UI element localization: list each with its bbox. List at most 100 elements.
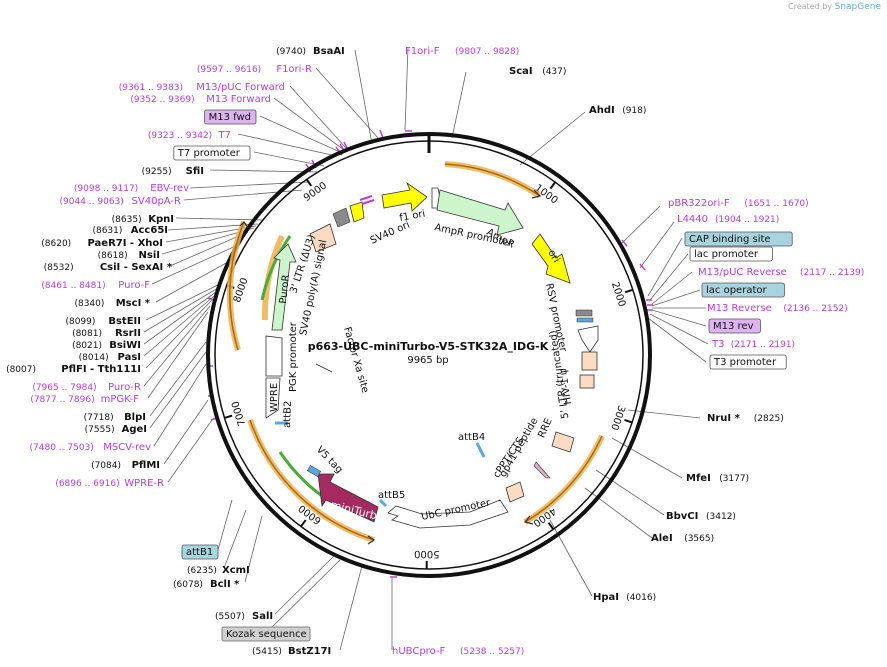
attb4-mark (475, 442, 486, 458)
factor-xa-label: Factor Xa site (341, 326, 370, 394)
label-bsaai: BsaAI (313, 46, 345, 57)
label-sv40pa-r-pos: (9044 .. 9063) (60, 197, 124, 207)
site-labels: ScaI (437) AhdI (918) pBR322ori-F (1651 .. 16… (6, 46, 864, 657)
puror-arrow (271, 243, 297, 331)
label-m13-reverse-pos: (2136 .. 2152) (783, 304, 847, 314)
f1-ori-arrow (381, 181, 428, 212)
label-kozak-sequence-box (221, 626, 311, 642)
primer-stack-top (359, 195, 373, 201)
label-wpre-r: WPRE-R (124, 478, 164, 489)
label-blpi: BlpI (124, 412, 146, 423)
label-f1ori-f: F1ori-F (405, 46, 440, 57)
label-t3-promoter-box (709, 354, 787, 370)
label-pflfi-tth111i: PflFI - Tth111I (61, 364, 141, 375)
scale-tick-7000 (224, 414, 233, 419)
primer-stack-2 (361, 199, 375, 205)
label-sali: SalI (252, 611, 273, 622)
v5-tag-box (306, 465, 322, 477)
wpre-label: WPRE (269, 383, 280, 412)
label-hubcpro-f: hUBCpro-F (392, 646, 445, 657)
label-lac-operator-box (701, 282, 785, 298)
label-m13-rev-label: M13 rev (713, 321, 754, 332)
label-lac-operator-label: lac operator (706, 285, 767, 296)
label-mfei: MfeI (686, 473, 711, 484)
rsv-promoter-arrow (577, 325, 599, 353)
ori-arrow (531, 233, 571, 284)
credit-text: Created by (788, 2, 833, 11)
label-bsiwi-pos: (8021) (72, 341, 102, 351)
label-t7-promoter-box (173, 145, 251, 161)
pgk-promoter-label: PGK promoter (288, 321, 299, 392)
label-paer7i-xhoi-pos: (8620) (41, 239, 71, 249)
label-bcli: BclI * (210, 579, 240, 590)
label-scai: ScaI (509, 66, 533, 77)
label-xcmi: XcmI (222, 565, 250, 576)
label-lac-promoter-label: lac promoter (694, 249, 759, 260)
label-bbvci-pos: (3412) (706, 512, 736, 522)
hiv-psi-box (579, 374, 595, 389)
feature-labels: f1 ori AmpR promoter AmpR ori RSV promot… (269, 209, 574, 524)
label-sfii-pos: (9255) (142, 167, 172, 177)
plasmid-name: p663-UBC-miniTurbo-V5-STK32A_IDG-K (308, 340, 549, 353)
label-pflmi: PflMI (132, 460, 160, 471)
label-t3-promoter-label: T3 promoter (713, 357, 777, 368)
label-bbvci: BbvCI (666, 511, 698, 522)
label-nsii: NsiI (139, 250, 160, 261)
label-kpni: KpnI (148, 214, 174, 225)
label-ebv-rev-pos: (9098 .. 9117) (74, 184, 138, 194)
label-f1ori-f-pos: (9807 .. 9828) (455, 47, 519, 57)
scale-label-5000: 5000 (414, 548, 440, 559)
label-bsteii: BstEII (108, 316, 141, 327)
scale-label-3000: 3000 (608, 404, 626, 432)
label-m13-puc-reverse: M13/pUC Reverse (698, 267, 787, 278)
label-bcli-pos: (6078) (173, 580, 203, 590)
label-agei: AgeI (122, 424, 147, 435)
hiv-psi-label: HIV-1 ψ (558, 367, 574, 405)
ubc-promoter-arrow (387, 499, 509, 529)
attb4-label: attB4 (458, 432, 485, 443)
label-bstz17i: BstZ17I (288, 646, 331, 657)
ampr-arrow (436, 189, 524, 236)
scale-label-8000: 8000 (232, 277, 251, 305)
label-ahdi: AhdI (589, 105, 615, 116)
miniturbo-arrow (317, 473, 379, 523)
leader-lines (143, 47, 709, 651)
gp41-mark (533, 461, 551, 479)
label-scai-pos: (437) (542, 67, 566, 77)
label-m13-puc-forward: M13/pUC Forward (196, 82, 285, 93)
scale-label-9000: 9000 (302, 180, 329, 204)
label-f1ori-r: F1ori-R (276, 64, 312, 75)
lac-cluster-2 (576, 317, 594, 323)
label-m13-puc-forward-pos: (9361 .. 9383) (119, 83, 183, 93)
label-kozak-sequence-label: Kozak sequence (226, 629, 307, 640)
scale-tick-3000 (624, 419, 633, 424)
label-nrui-pos: (2825) (754, 414, 784, 424)
label-kpni-pos: (8635) (112, 215, 142, 225)
label-sfii: SfiI (186, 166, 204, 177)
label-t3: T3 (711, 339, 724, 350)
label-bsiwi: BsiWI (109, 340, 141, 351)
label-ahdi-pos: (918) (622, 106, 646, 116)
lac-cluster-1 (575, 309, 593, 317)
label-puro-f: Puro-F (118, 280, 150, 291)
snapgene-logo: SnapGene (834, 2, 881, 12)
label-cap-binding-site-label: CAP binding site (689, 234, 771, 245)
sv40-ori-box (349, 201, 365, 223)
plasmid-size: 9965 bp (407, 355, 448, 366)
label-nrui: NruI * (707, 413, 741, 424)
label-m13-puc-reverse-pos: (2117 .. 2139) (800, 268, 864, 278)
feature-layer (265, 181, 599, 529)
label-sv40pa-r: SV40pA-R (132, 196, 181, 207)
label-mfei-pos: (3177) (719, 474, 749, 484)
f1-ori-label: f1 ori (399, 209, 427, 224)
label-puro-f-pos: (8461 .. 8481) (41, 281, 105, 291)
scale-tick-2000 (624, 288, 634, 294)
snapgene-credit: Created by SnapGene (788, 2, 881, 12)
label-pbr322ori-f-pos: (1651 .. 1670) (744, 199, 808, 209)
rre-label: RRE (536, 417, 554, 440)
scale-label-7000: 7000 (230, 400, 248, 428)
label-pbr322ori-f: pBR322ori-F (668, 198, 730, 209)
label-bsteii-pos: (8099) (65, 317, 95, 327)
sv40-polya-box (309, 223, 337, 253)
scale-tick-9000 (305, 178, 313, 187)
